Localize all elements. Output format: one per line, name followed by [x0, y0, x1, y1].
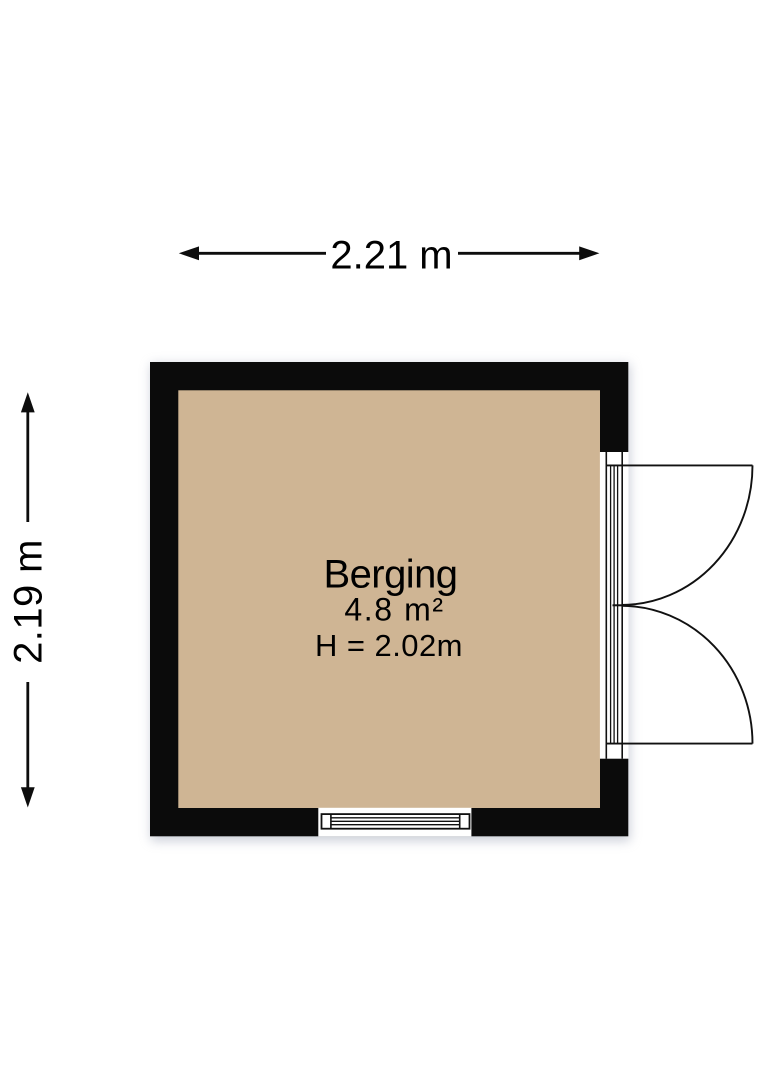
svg-text:4.8 m²: 4.8 m² [344, 591, 444, 627]
svg-text:H = 2.02m: H = 2.02m [315, 628, 463, 663]
svg-text:Berging: Berging [323, 552, 457, 596]
svg-text:2.21 m: 2.21 m [330, 234, 452, 278]
svg-text:2.19 m: 2.19 m [7, 539, 51, 664]
